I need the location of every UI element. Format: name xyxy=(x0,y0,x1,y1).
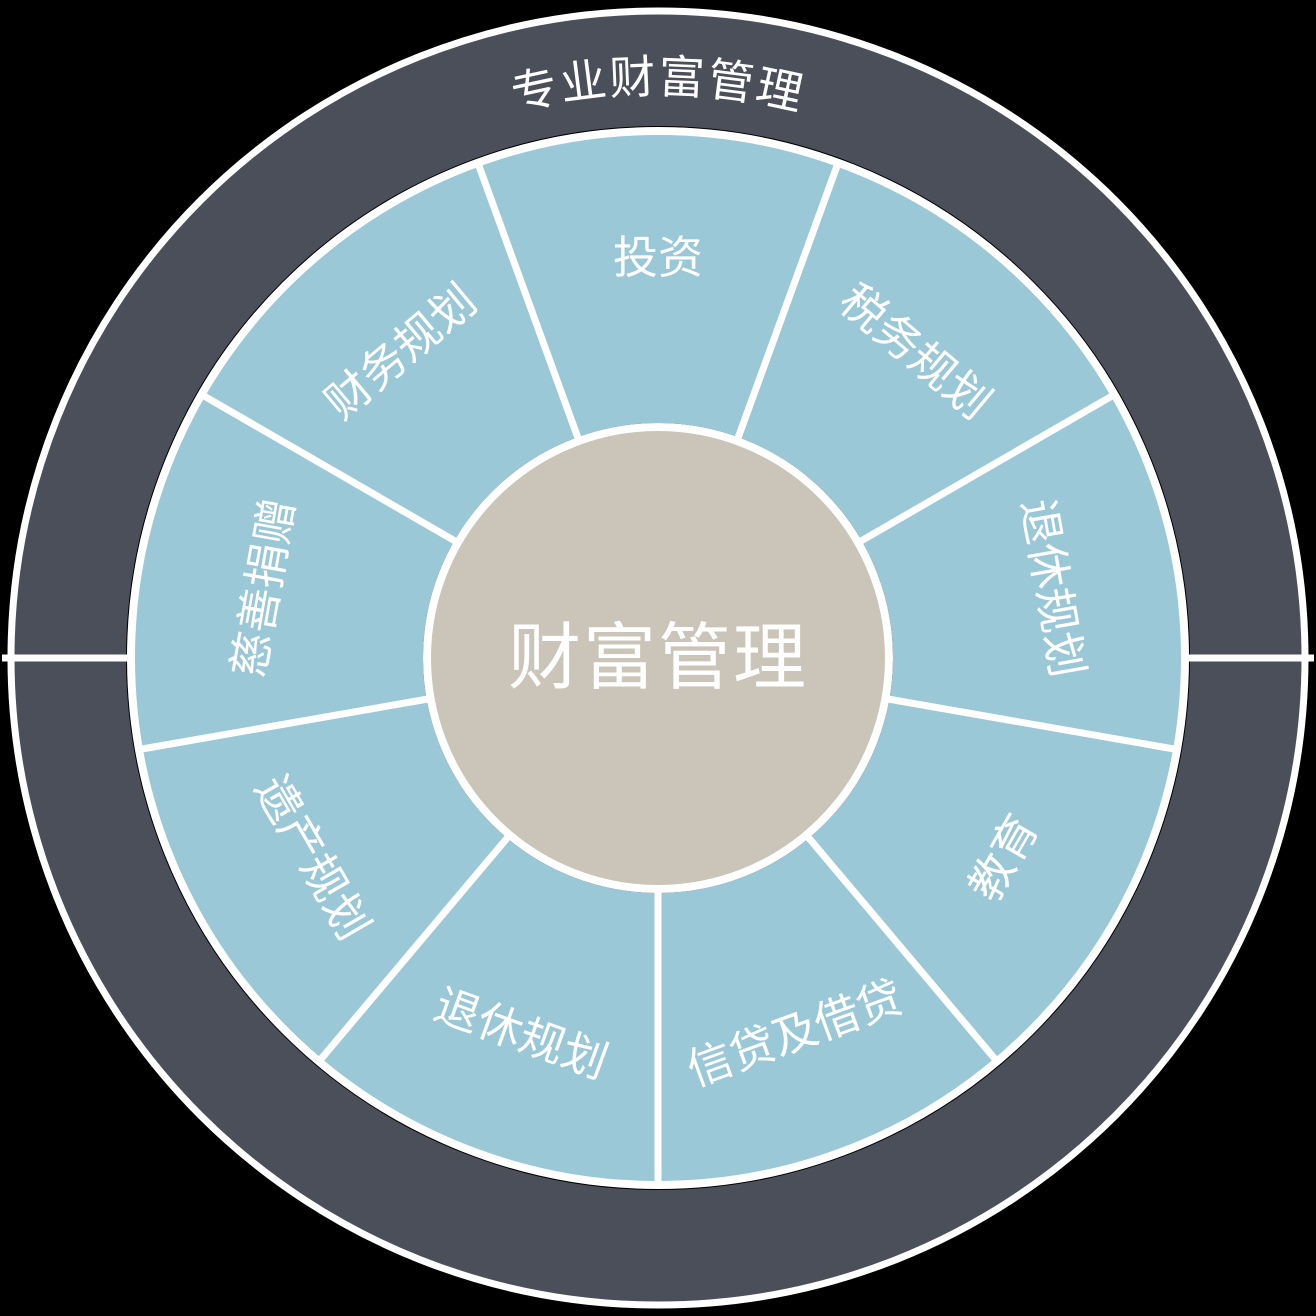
segment-divider xyxy=(805,834,998,1062)
center-label: 财富管理 xyxy=(508,618,808,699)
segment-ring-outer-outline xyxy=(127,127,1189,1189)
outer-ring xyxy=(2,7,1314,1309)
center-circle xyxy=(423,423,893,893)
segment-divider xyxy=(859,392,1114,545)
segment-divider xyxy=(318,834,511,1062)
segment-dividers xyxy=(141,164,1175,1182)
segment-divider xyxy=(734,164,841,440)
segment-divider xyxy=(475,164,582,440)
segment-divider xyxy=(887,695,1175,753)
segment-divider xyxy=(141,695,429,753)
segment-label-investment: 投资 xyxy=(613,233,703,283)
segment-divider xyxy=(202,392,457,545)
segment-ring xyxy=(127,127,1189,1189)
